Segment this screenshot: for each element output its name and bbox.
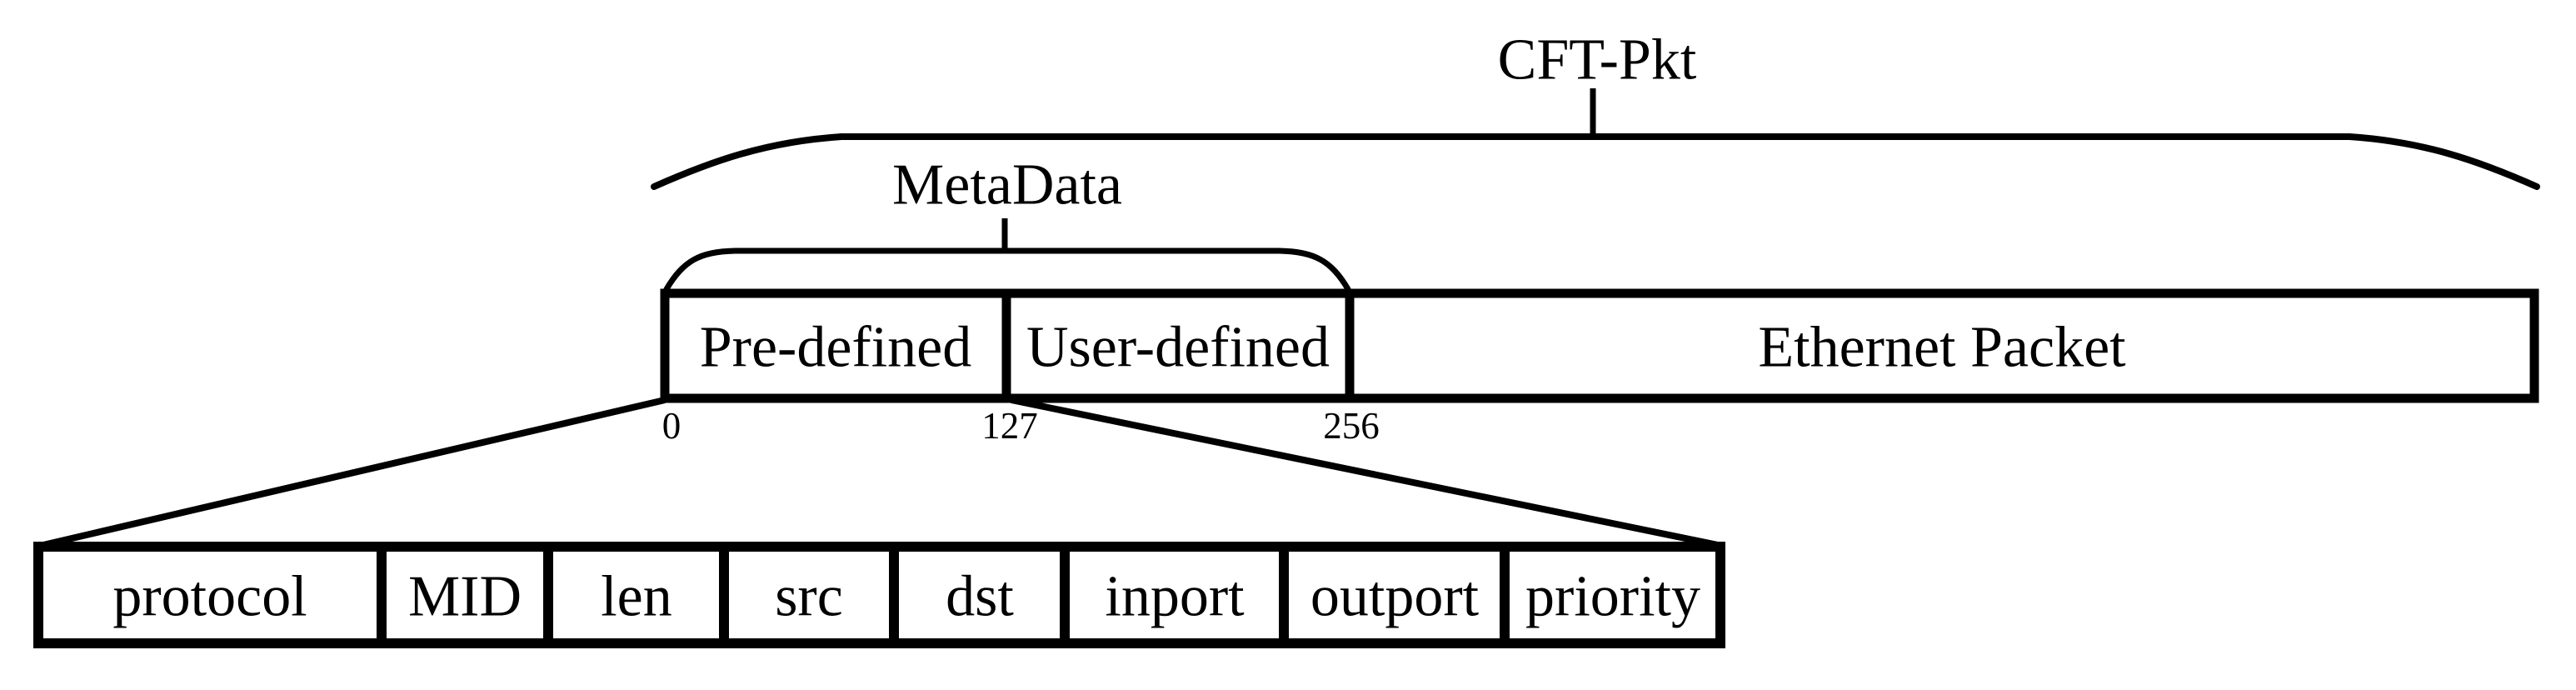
cft-pkt-brace [651,133,2540,190]
metadata-brace [663,248,1351,292]
expansion-line-left [42,397,666,548]
bit-markers: 0 127 256 [662,405,1380,447]
packet-row: Pre-defined User-defined Ethernet Packet [660,288,2539,403]
metadata-label: MetaData [892,153,1122,218]
subfield-label-outport: outport [1310,565,1480,629]
bit-marker-256: 256 [1323,405,1380,447]
subfield-label-dst: dst [946,565,1014,629]
ethernet-packet-label: Ethernet Packet [1758,316,2126,380]
subfield-row: protocol MID len src dst inport outport … [33,542,1725,648]
subfield-label-mid: MID [408,565,522,629]
pre-defined-label: Pre-defined [700,316,972,380]
cft-pkt-label: CFT-Pkt [1498,28,1697,92]
subfield-label-len: len [601,565,672,629]
bit-marker-127: 127 [981,405,1038,447]
subfield-box-priority [1500,542,1725,648]
bit-marker-0: 0 [662,405,681,447]
ethernet-packet-box [1345,288,2539,403]
subfield-label-priority: priority [1525,565,1700,629]
subfield-label-protocol: protocol [112,565,307,629]
subfield-label-inport: inport [1105,565,1245,629]
user-defined-label: User-defined [1026,316,1330,380]
subfield-label-src: src [775,565,843,629]
expansion-line-right [1011,397,1719,548]
